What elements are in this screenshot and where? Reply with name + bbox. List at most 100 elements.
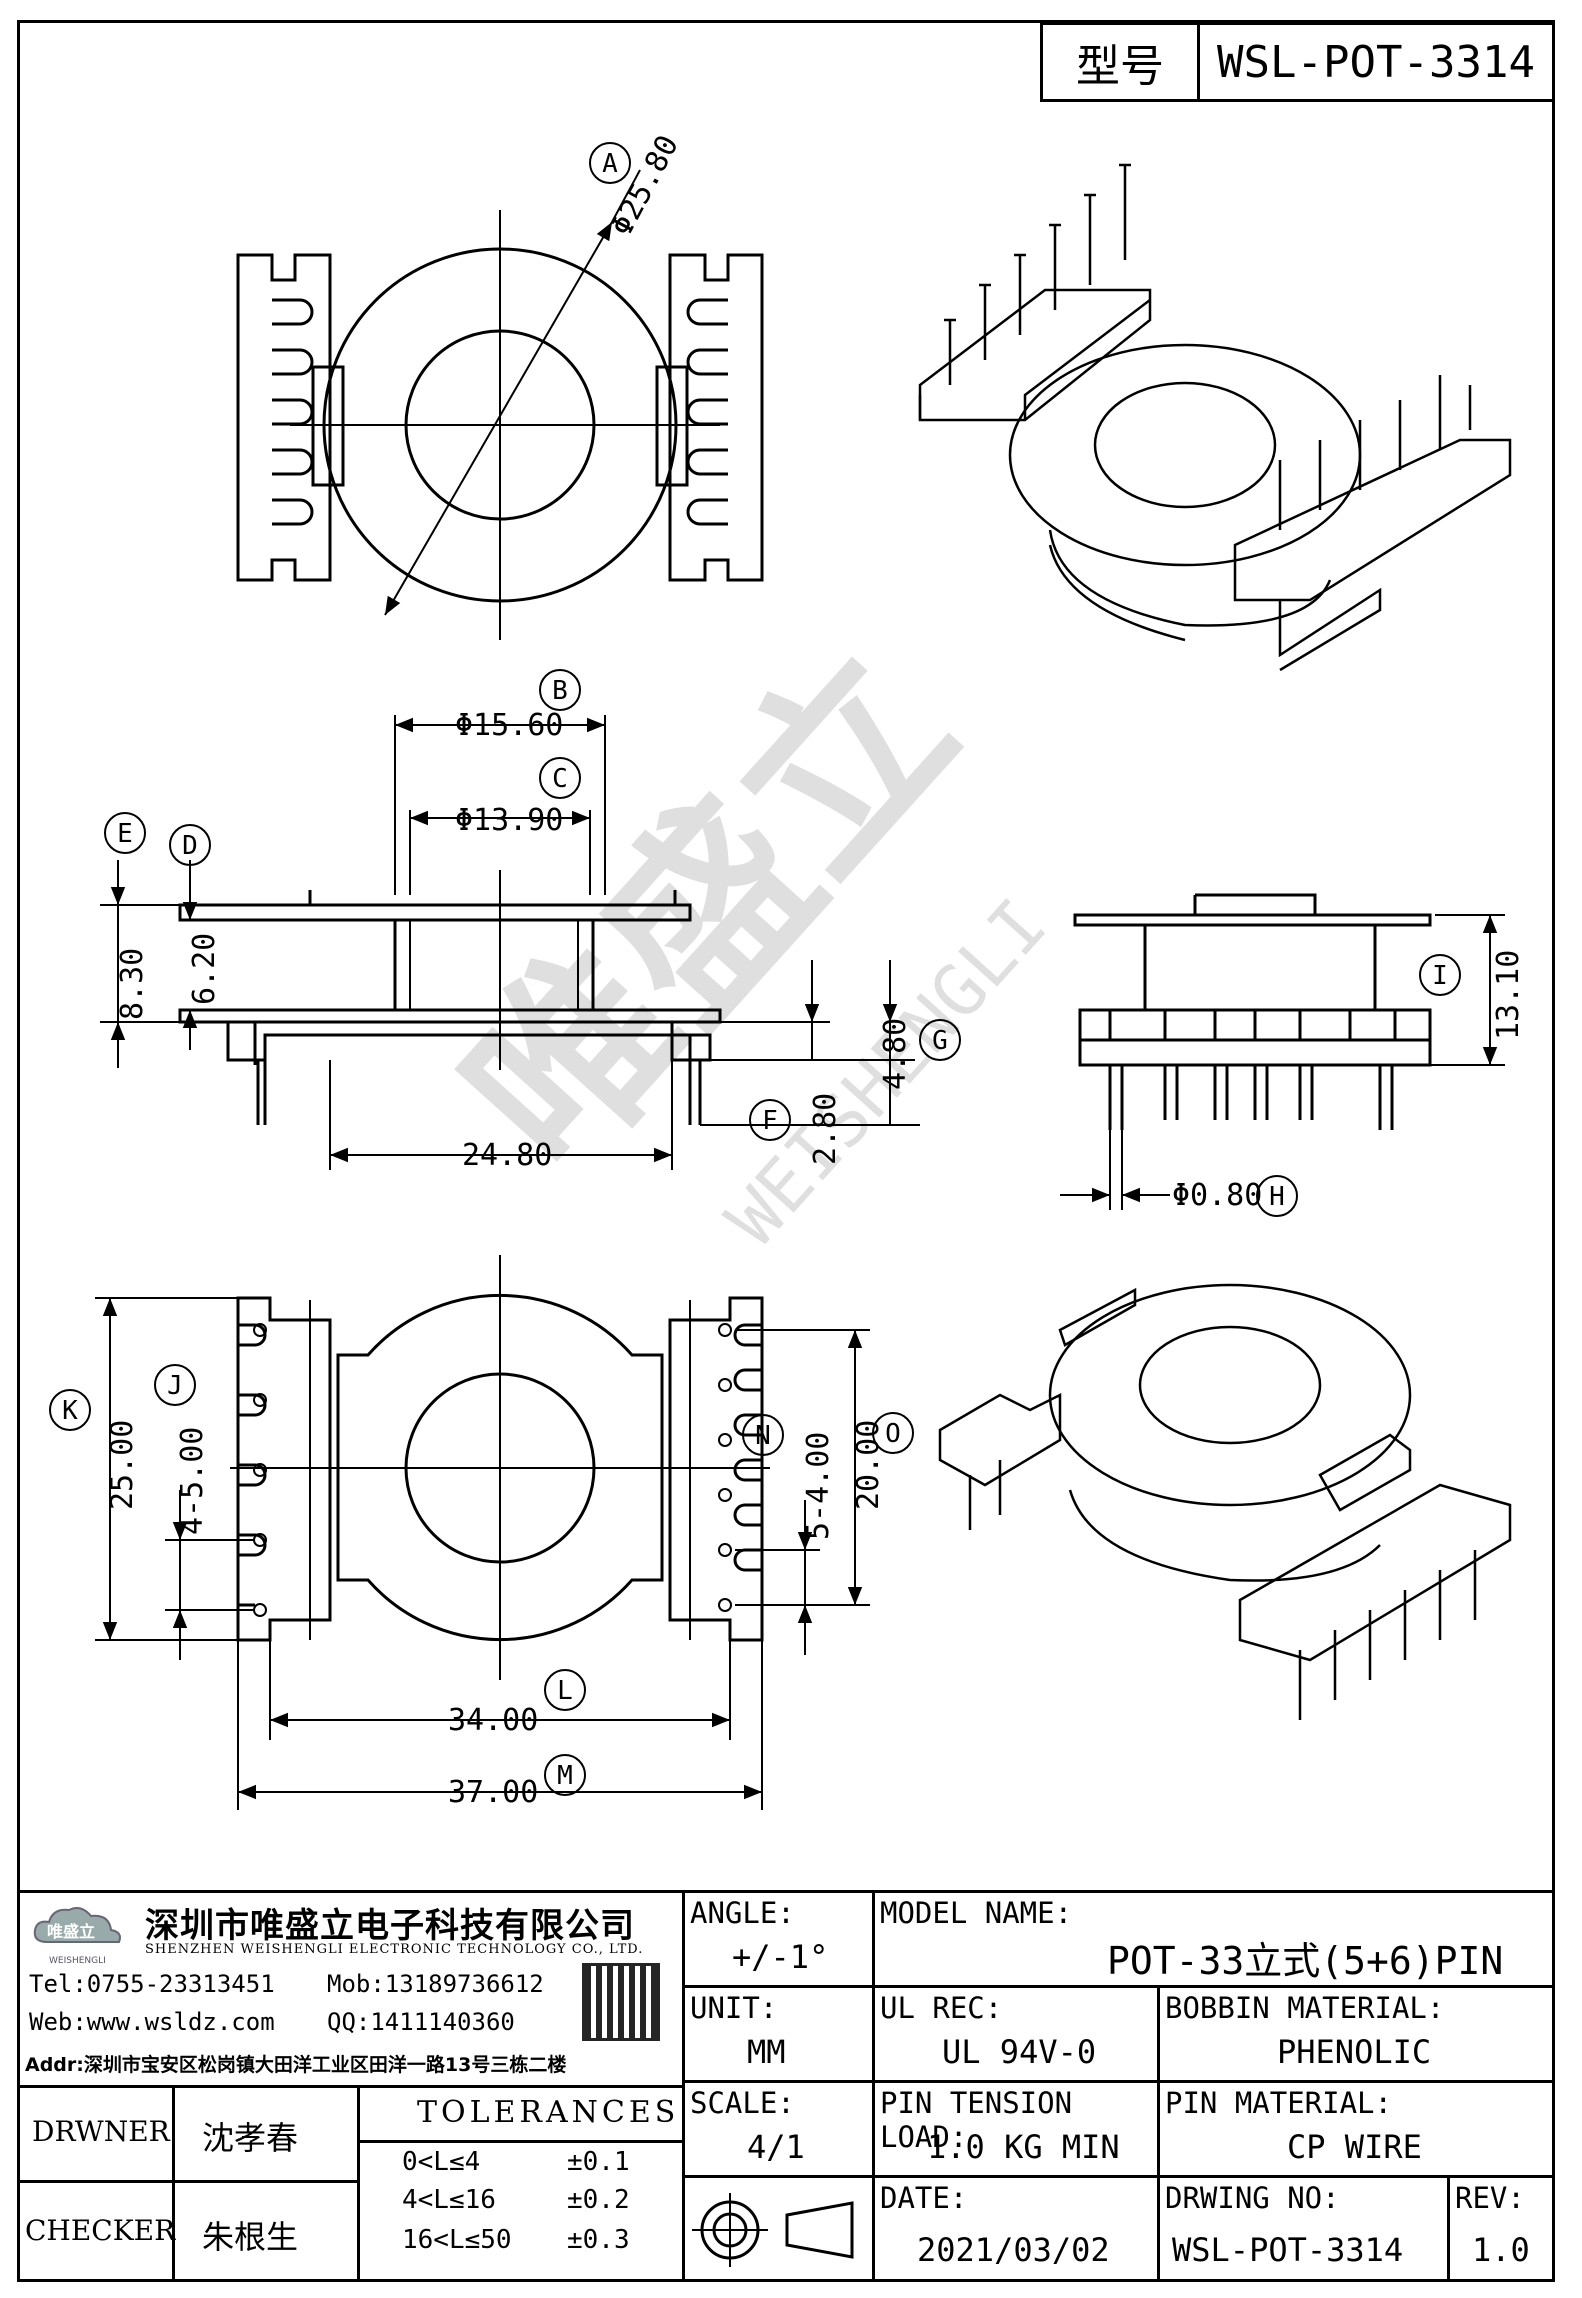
dim-N-text: 5-4.00 xyxy=(801,1432,836,1540)
iso-b-right-tab xyxy=(1318,1433,1412,1512)
dim-C-text: Φ13.90 xyxy=(455,803,563,838)
tol-row-1-tol: ±0.2 xyxy=(567,2185,630,2215)
unit-value: MM xyxy=(747,2033,786,2071)
tol-row-2-tol: ±0.3 xyxy=(567,2225,630,2255)
pin-material-label: PIN MATERIAL: xyxy=(1165,2086,1392,2120)
bottom-view xyxy=(95,1255,870,1810)
scale-value: 4/1 xyxy=(747,2128,805,2166)
checker-label: CHECKER xyxy=(25,2214,176,2247)
iso-lower-flange xyxy=(1048,529,1332,627)
type-label-cell: 型号 xyxy=(1040,22,1200,102)
dim-E-text: 8.30 xyxy=(115,948,150,1020)
drawing-frame xyxy=(17,20,1555,2282)
company-tel: Tel:0755-23313451 xyxy=(29,1970,275,1998)
callout-K: K xyxy=(62,1396,78,1426)
drawing-no-value: WSL-POT-3314 xyxy=(1172,2231,1404,2269)
iso-b-hole xyxy=(1138,1325,1322,1445)
tol-row-0-tol: ±0.1 xyxy=(567,2147,630,2177)
rev-value: 1.0 xyxy=(1472,2231,1530,2269)
date-cell: DATE: 2021/03/02 xyxy=(872,2175,1157,2282)
dim-B-text: Φ15.60 xyxy=(455,708,563,743)
callout-O: O xyxy=(885,1419,901,1449)
iso-top-hole xyxy=(1093,381,1277,509)
front-pins xyxy=(253,1022,702,1125)
tension-label: PIN TENSION LOAD: xyxy=(880,2086,1073,2154)
cloud-logo-icon xyxy=(33,1907,121,1943)
iso-bottom-pins xyxy=(1278,375,1472,530)
rev-label: REV: xyxy=(1455,2181,1525,2215)
bottom-left-slots xyxy=(238,1323,267,1607)
type-label: 型号 xyxy=(1076,41,1164,92)
drawing-no-label: DRWING NO: xyxy=(1165,2181,1340,2215)
iso-bottom-foot xyxy=(1278,587,1382,672)
callout-G: G xyxy=(932,1026,948,1056)
model-name-value: POT-33立式(5+6)PIN xyxy=(1107,1939,1504,1983)
bottom-flange xyxy=(336,1293,664,1642)
title-block: 唯盛立 WEISHENGLI 深圳市唯盛立电子科技有限公司 SHENZHEN W… xyxy=(17,1890,1555,2282)
callout-A: A xyxy=(602,149,618,179)
left-comb-slots xyxy=(272,298,314,526)
callout-B: B xyxy=(552,676,568,706)
company-logo: 唯盛立 WEISHENGLI xyxy=(29,1902,134,1966)
bobbin-value: PHENOLIC xyxy=(1277,2033,1432,2071)
dim-M-text: 37.00 xyxy=(448,1775,538,1810)
callout-L: L xyxy=(557,1676,573,1706)
company-web: Web:www.wsldz.com xyxy=(29,2008,275,2036)
iso-view-top xyxy=(918,163,1512,672)
bottom-right-pin-holes xyxy=(718,1323,732,1612)
tension-cell: PIN TENSION LOAD: 1.0 KG MIN xyxy=(872,2080,1157,2175)
tolerances-block: TOLERANCES 0<L≤4 ±0.1 4<L≤16 ±0.2 16<L≤5… xyxy=(357,2085,682,2282)
iso-b-lower-flange xyxy=(1068,1489,1381,1582)
dim-L-text: 34.00 xyxy=(448,1703,538,1738)
front-view xyxy=(100,715,920,1170)
callout-J: J xyxy=(167,1371,183,1401)
rev-cell: REV: 1.0 xyxy=(1447,2175,1555,2282)
callout-F: F xyxy=(762,1106,778,1136)
company-mob: Mob:13189736612 xyxy=(327,1970,544,1998)
bobbin-cell: BOBBIN MATERIAL: PHENOLIC xyxy=(1157,1985,1555,2080)
callout-I: I xyxy=(1432,961,1448,991)
model-number-cell: WSL-POT-3314 xyxy=(1197,22,1555,102)
iso-lower-flange-2 xyxy=(1048,544,1186,642)
bobbin-label: BOBBIN MATERIAL: xyxy=(1165,1991,1445,2025)
tension-value: 1.0 KG MIN xyxy=(927,2128,1120,2166)
model-name-label: MODEL NAME: xyxy=(880,1896,1073,1930)
projection-symbol-icon xyxy=(692,2193,854,2267)
unit-cell: UNIT: MM xyxy=(682,1985,872,2080)
dim-F-text: 2.80 xyxy=(808,1093,843,1165)
iso-bottom-rail xyxy=(1233,438,1512,602)
iso-b-top-tab xyxy=(1058,1287,1137,1347)
iso-b-flange xyxy=(1048,1283,1412,1507)
drawer-label-cell: DRWNER xyxy=(17,2085,172,2180)
tol-row-1-range: 4<L≤16 xyxy=(402,2185,496,2215)
iso-top-flange xyxy=(1008,343,1362,567)
callouts xyxy=(49,142,1461,1796)
tol-row-2-range: 16<L≤50 xyxy=(402,2225,512,2255)
dim-O-text: 20.00 xyxy=(851,1420,886,1510)
callout-H: H xyxy=(1269,1182,1285,1212)
iso-b-pins xyxy=(968,1460,1477,1720)
iso-b-base xyxy=(1238,1483,1512,1662)
top-view xyxy=(236,169,764,640)
checker-cell: 朱根生 xyxy=(172,2180,357,2282)
company-addr: Addr:深圳市宝安区松岗镇大田洋工业区田洋一路13号三栋二楼 xyxy=(25,2054,567,2076)
drawer-label: DRWNER xyxy=(32,2115,170,2148)
date-label: DATE: xyxy=(880,2181,968,2215)
unit-label: UNIT: xyxy=(690,1991,778,2025)
callout-E: E xyxy=(117,819,133,849)
callout-C: C xyxy=(552,764,568,794)
company-name-cn: 深圳市唯盛立电子科技有限公司 xyxy=(145,1906,635,1946)
date-value: 2021/03/02 xyxy=(917,2231,1110,2269)
checker-name: 朱根生 xyxy=(202,2218,299,2256)
drawing-canvas: 唯盛立 WEISHENGLI Φ25.80 xyxy=(49,130,1526,1810)
dim-I-text: 13.10 xyxy=(1491,950,1526,1040)
side-view xyxy=(1060,893,1505,1210)
side-top-flange xyxy=(1073,913,1432,927)
iso-b-left-rail xyxy=(938,1392,1062,1487)
ul-value: UL 94V-0 xyxy=(942,2033,1097,2071)
iso-top-pin-tips xyxy=(944,163,1131,322)
callout-D: D xyxy=(182,831,198,861)
ul-cell: UL REC: UL 94V-0 xyxy=(872,1985,1157,2080)
dim-A-leader xyxy=(611,169,641,223)
pin-material-value: CP WIRE xyxy=(1287,2128,1422,2166)
